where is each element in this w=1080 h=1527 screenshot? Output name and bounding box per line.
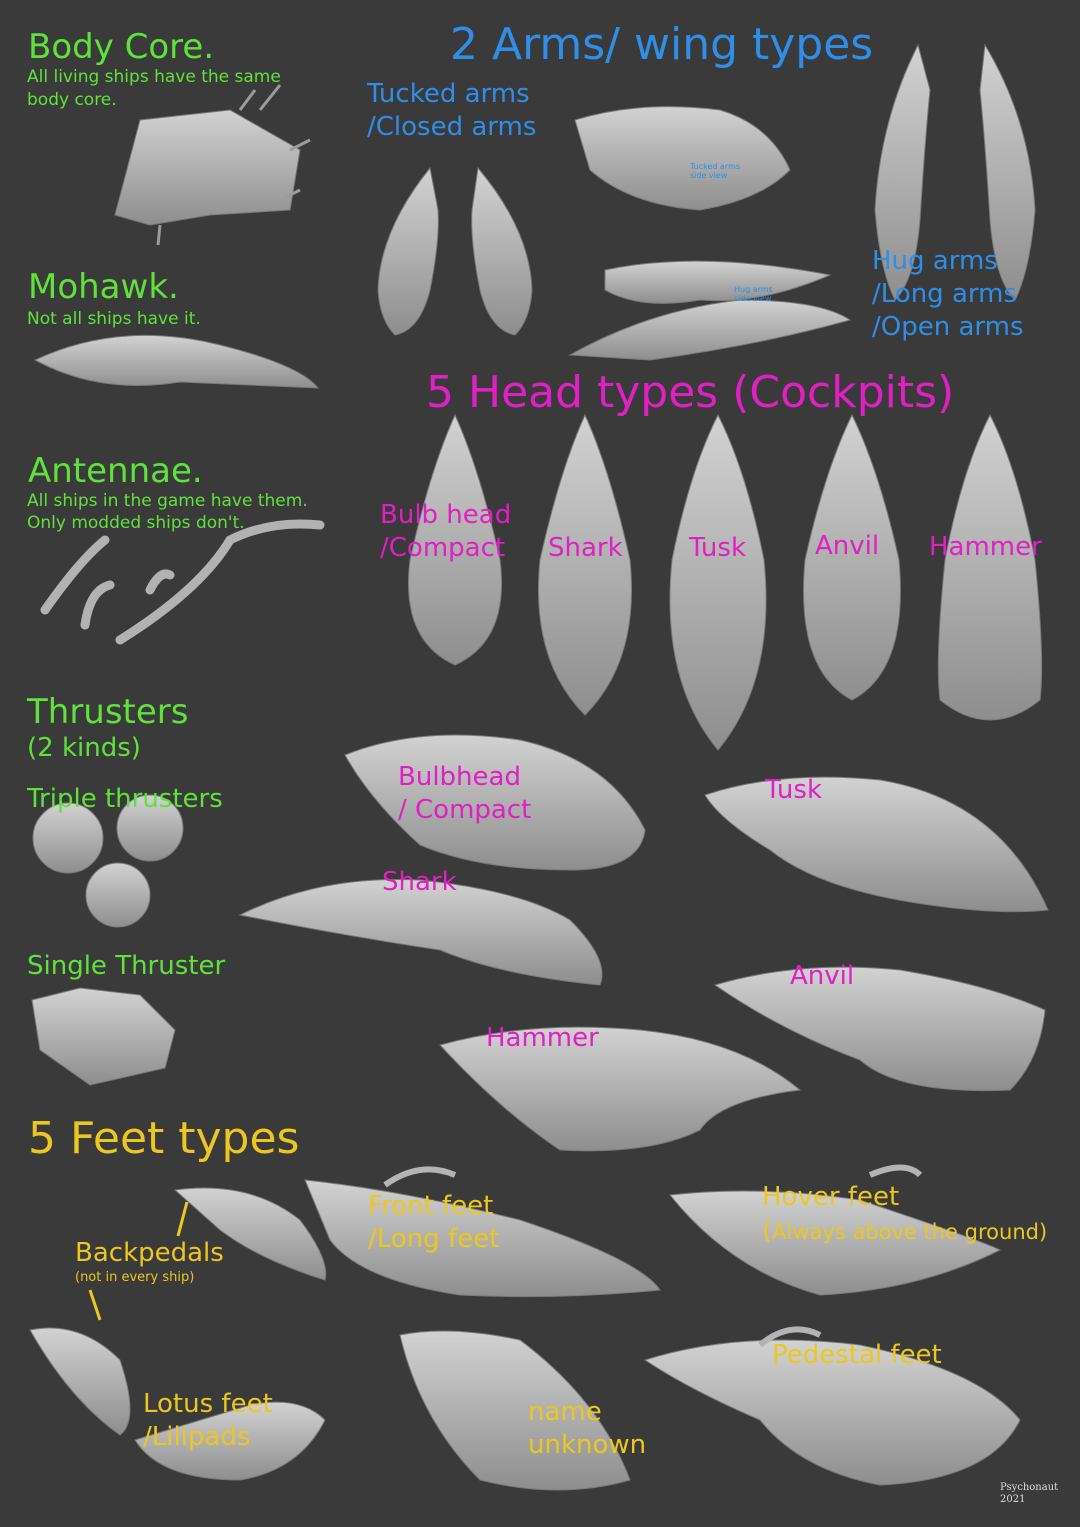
body-core-title: Body Core. [28,27,215,67]
unknown-feet-label-2: unknown [528,1430,647,1460]
head-top-shark-label: Shark [548,533,623,563]
front-feet-label-1: Front feet [368,1191,494,1221]
mohawk-model [33,334,320,389]
head-side-anvil-label: Anvil [790,961,855,991]
feet-title: 5 Feet types [28,1113,300,1164]
backpedals-note: (not in every ship) [75,1270,195,1285]
unknown-feet-model [399,1330,631,1491]
head-side-hammer-label: Hammer [486,1023,599,1053]
hug-arm-left [874,43,931,301]
arms-title: 2 Arms/ wing types [450,19,874,70]
single-thruster-label: Single Thruster [27,951,226,981]
head-top-tusk-label: Tusk [689,533,747,563]
hover-feet-model [669,1190,1002,1296]
head-side-anvil [713,966,1046,1092]
body-core-desc-1: All living ships have the same [27,67,281,87]
lotus-feet-model [29,1327,131,1436]
antennae-model [40,519,325,645]
body-core-desc-2: body core. [27,90,117,110]
head-top-hammer-label: Hammer [929,532,1042,562]
hug-arms-side-note-2: side view [734,294,772,303]
head-side-tusk [704,776,1049,913]
head-side-bulb-label-1: Bulbhead [398,762,521,792]
antennae-desc-2: Only modded ships don't. [27,513,245,533]
head-side-bulb [344,734,646,871]
hug-arms-label-2: /Long arms [872,279,1017,309]
hover-feet-note: Always above the ground) [772,1220,1048,1244]
thrusters-title: Thrusters [27,692,189,732]
thrusters-subtitle: (2 kinds) [27,733,141,763]
head-top-hammer [937,413,1043,721]
artist-year: 2021 [1000,1494,1026,1505]
tucked-arms-side-note-1: Tucked arms [690,162,741,171]
triple-thrusters-label: Triple thrusters [27,784,223,814]
antennae-title: Antennae. [28,451,203,491]
head-top-bulb-label-1: Bulb head [380,500,512,530]
head-side-hammer [439,1026,802,1152]
head-top-anvil-label: Anvil [815,531,880,561]
head-top-shark [537,413,633,716]
artist-credit: Psychonaut 2021 [1000,1482,1058,1506]
head-side-bulb-label-2: / Compact [398,795,532,825]
backpedals-label: Backpedals [75,1238,224,1268]
heads-title: 5 Head types (Cockpits) [426,367,955,418]
head-side-shark-label: Shark [382,867,457,897]
mohawk-desc: Not all ships have it. [27,309,201,329]
head-side-tusk-label: Tusk [765,775,823,805]
hover-feet-paren: ( [762,1216,773,1246]
single-thruster-model [31,987,176,1086]
head-side-shark [238,878,603,986]
head-top-tusk [669,413,767,751]
pedestal-feet-model [643,1339,1021,1486]
front-feet-label-2: /Long feet [368,1224,500,1254]
antennae-desc-1: All ships in the game have them. [27,491,308,511]
tucked-arms-label-1: Tucked arms [367,79,530,109]
tucked-arms-label-2: /Closed arms [367,112,537,142]
head-top-anvil [803,413,901,701]
head-top-bulb-label-2: /Compact [380,533,506,563]
front-feet-model [304,1179,661,1298]
hug-arms-label-3: /Open arms [872,312,1024,342]
unknown-feet-label-1: name [528,1397,602,1427]
artist-name: Psychonaut [1000,1482,1059,1493]
lotus-feet-label-2: /Lilipads [143,1422,251,1452]
hug-arms-label-1: Hug arms [872,246,998,276]
lotus-feet-label-1: Lotus feet [143,1389,273,1419]
hover-feet-label-1: Hover feet [762,1182,900,1212]
hug-arms-side-note-1: Hug arms [734,285,773,294]
head-top-bulb [407,413,503,666]
body-core-model [114,109,301,226]
tucked-arm-side [574,106,791,211]
backpedal-pointers [88,1201,189,1321]
hover-feet-label-2: (Always above the ground) [762,1216,1048,1247]
backpedal-model [173,1187,327,1281]
pedestal-feet-label: Pedestal feet [772,1340,942,1370]
tucked-arms-side-note-2: side view [690,171,728,180]
hug-arm-side [604,260,832,304]
mohawk-title: Mohawk. [28,267,179,307]
tucked-arm-left [377,166,439,336]
